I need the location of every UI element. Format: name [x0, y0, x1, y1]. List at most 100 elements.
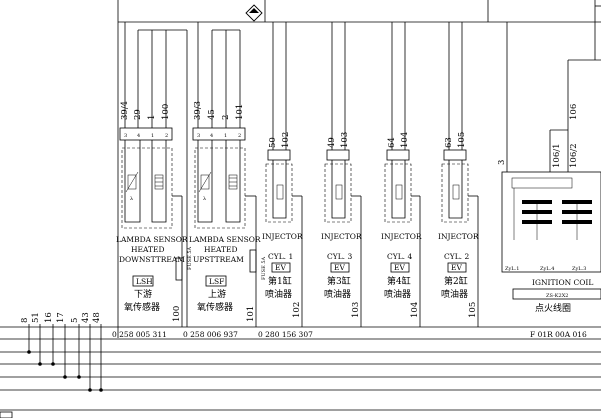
lsh-pin-0: 39/4: [120, 101, 130, 120]
heater-element-icon: [228, 174, 238, 190]
inj2-title: INJECTOR: [438, 232, 479, 241]
lsf-conn-1: 4: [210, 133, 213, 139]
bus-wire-labels: 8 51 16 17 5 43 48: [20, 312, 102, 323]
inj2-code: EV: [451, 263, 462, 272]
fuse-icon: [249, 249, 257, 273]
bus-label-0: 8: [20, 318, 30, 323]
inj3-cyl: CYL. 3: [327, 252, 352, 261]
ignition-coil: 3 106/1 106/2 106 ZyL.1 ZyL.4 ZyL.3 IGNI…: [497, 22, 601, 314]
inj4-cyl: CYL. 4: [387, 252, 412, 261]
lsh-line-1: HEATED: [131, 245, 165, 254]
ign-left-wire: 3: [497, 160, 507, 165]
inj4-cn2: 喷油器: [384, 288, 411, 300]
inj3-code: EV: [334, 263, 345, 272]
coil-icon: [276, 184, 284, 200]
bus-label-6: 48: [92, 312, 102, 323]
coil-icon: [395, 184, 403, 200]
lsf-pin-0: 39/3: [193, 101, 203, 120]
part-numbers: 0 258 005 311 0 258 006 937 0 280 156 30…: [112, 330, 587, 339]
inj4-cn1: 第4缸: [387, 275, 411, 287]
lsf-pin-2: 2: [221, 115, 231, 120]
inj2-cn2: 喷油器: [441, 288, 468, 300]
lsh-cn2: 氧传感器: [124, 301, 160, 313]
lsf-bottom-wire: 101: [246, 306, 256, 322]
inj1-cn1: 第1缸: [268, 275, 292, 287]
inj1-code: EV: [275, 263, 286, 272]
ign-part-no: F 01R 00A 016: [530, 330, 587, 339]
injector-part-no: 0 280 156 307: [258, 330, 313, 339]
inj3-title: INJECTOR: [321, 232, 362, 241]
ign-wire-1: 106/2: [569, 144, 579, 169]
lsf-line-2: UPSTTREAM: [193, 255, 244, 264]
lsh-part-no: 0 258 005 311: [112, 330, 167, 339]
lsf-line-0: LAMBDA SENSOR: [189, 235, 261, 244]
lambda-sensor-upstream: 39/3 45 2 101 3 4 1 2 λ LAMBDA SENSOR HE…: [186, 22, 267, 327]
lsh-code: LSH: [136, 277, 153, 286]
svg-text:λ: λ: [130, 196, 134, 202]
ign-title: IGNITION COIL: [532, 278, 593, 287]
injector-cyl-3: 49 103 INJECTOR CYL. 3 EV 第3缸 喷油器 103: [321, 22, 362, 327]
inj2-cyl: CYL. 2: [444, 252, 469, 261]
lsf-conn-0: 3: [197, 133, 200, 139]
inj2-pin-0: 63: [444, 137, 454, 148]
inj4-code: EV: [394, 263, 405, 272]
inj4-pin-1: 104: [400, 132, 410, 148]
injector-cyl-1: 50 102 INJECTOR CYL. 1 EV 第1缸 喷油器 102: [262, 22, 303, 327]
coil-icon: [452, 184, 460, 200]
injector-cyl-2: 63 105 INJECTOR CYL. 2 EV 第2缸 喷油器 105: [438, 22, 479, 327]
bus-label-1: 51: [31, 312, 41, 323]
lsh-cn1: 下游: [134, 288, 152, 300]
inj3-cn1: 第3缸: [327, 275, 351, 287]
sensor-element-icon: λ: [198, 171, 212, 202]
inj2-bottom-wire: 105: [468, 302, 478, 318]
inj1-bottom-wire: 102: [292, 302, 302, 318]
inj4-bottom-wire: 104: [410, 302, 420, 318]
inj4-pin-0: 64: [387, 137, 397, 148]
inj4-title: INJECTOR: [381, 232, 422, 241]
lsh-line-0: LAMBDA SENSOR: [116, 235, 188, 244]
inj3-pin-0: 49: [327, 137, 337, 148]
ign-term-2: ZyL.3: [572, 266, 586, 272]
inj1-pin-1: 102: [281, 132, 291, 148]
ign-term-1: ZyL.4: [540, 266, 554, 272]
corner-box: [0, 411, 13, 418]
inj2-cn1: 第2缸: [444, 275, 468, 287]
lsh-bottom-wire: 100: [172, 306, 182, 322]
bus-label-5: 43: [81, 312, 91, 323]
lsf-fuse-right: FUSE 5A: [261, 256, 267, 280]
lsh-conn-2: 1: [151, 133, 154, 139]
bus-wire-stubs: [27, 324, 103, 392]
heater-element-icon: [154, 174, 164, 190]
transformer-icon: [513, 188, 592, 240]
ign-code: ZS-K2X2: [546, 293, 568, 299]
inj1-title: INJECTOR: [262, 232, 303, 241]
lsh-conn-0: 3: [124, 133, 127, 139]
inj3-bottom-wire: 103: [351, 302, 361, 318]
inj1-cn2: 喷油器: [265, 288, 292, 300]
lsf-fuse-left: FUSE 5A: [187, 246, 193, 270]
inj3-pin-1: 103: [340, 132, 350, 148]
injector-cyl-4: 64 104 INJECTOR CYL. 4 EV 第4缸 喷油器 104: [381, 22, 422, 327]
bus-label-3: 17: [56, 312, 66, 323]
svg-text:λ: λ: [203, 196, 207, 202]
diamond-ground-icon: [245, 4, 263, 22]
ign-wire-0: 106/1: [552, 144, 562, 169]
lsh-pin-3: 100: [161, 104, 171, 120]
lsh-pin-2: 1: [147, 115, 157, 120]
lsf-part-no: 0 258 006 937: [183, 330, 238, 339]
lsf-code: LSF: [209, 277, 224, 286]
top-frame: [117, 0, 601, 338]
ign-cn: 点火线圈: [535, 302, 571, 314]
lsh-conn-3: 2: [165, 133, 168, 139]
lsf-line-1: HEATED: [204, 245, 238, 254]
coil-icon: [335, 184, 343, 200]
ign-wire-2: 106: [569, 104, 579, 120]
lsh-line-2: DOWNSTTREAM: [119, 255, 185, 264]
inj2-pin-1: 105: [457, 132, 467, 148]
lsf-conn-2: 1: [224, 133, 227, 139]
lsf-pin-1: 45: [207, 109, 217, 120]
lsf-pin-3: 101: [235, 104, 245, 120]
inj1-cyl: CYL. 1: [268, 252, 293, 261]
fuse-icon: [175, 257, 183, 281]
